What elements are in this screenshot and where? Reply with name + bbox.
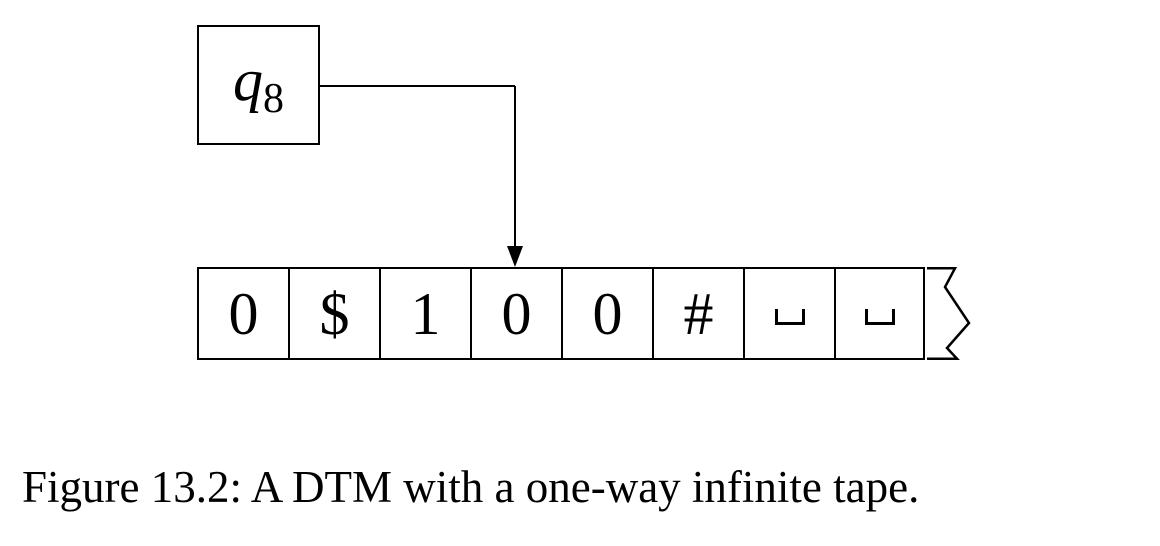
tape-cell-symbol: # [683,280,714,347]
tape-cell: 0 [197,267,288,360]
tape-cell-symbol: 0 [501,280,532,347]
tape-cell: 0 [561,267,652,360]
state-box: q8 [197,25,320,145]
head-pointer-arrow [320,85,523,267]
tape-cell [834,267,925,360]
tape-cell: # [652,267,743,360]
state-label-subscript: 8 [263,76,284,122]
tape-cell-symbol: $ [319,280,350,347]
tape-cell-symbol: 1 [410,280,441,347]
tape-cell: $ [288,267,379,360]
tape-cell-symbol: 0 [228,280,259,347]
tape-cell: 0 [470,267,561,360]
tape-cell [743,267,834,360]
state-label-base: q [233,47,263,113]
tape-continuation-edge [927,267,971,360]
state-label: q8 [233,50,284,120]
figure-caption: Figure 13.2: A DTM with a one-way infini… [22,462,920,512]
tape-cell: 1 [379,267,470,360]
tape-cell-symbol: 0 [592,280,623,347]
blank-symbol-icon [864,308,895,325]
blank-symbol-icon [774,308,805,325]
